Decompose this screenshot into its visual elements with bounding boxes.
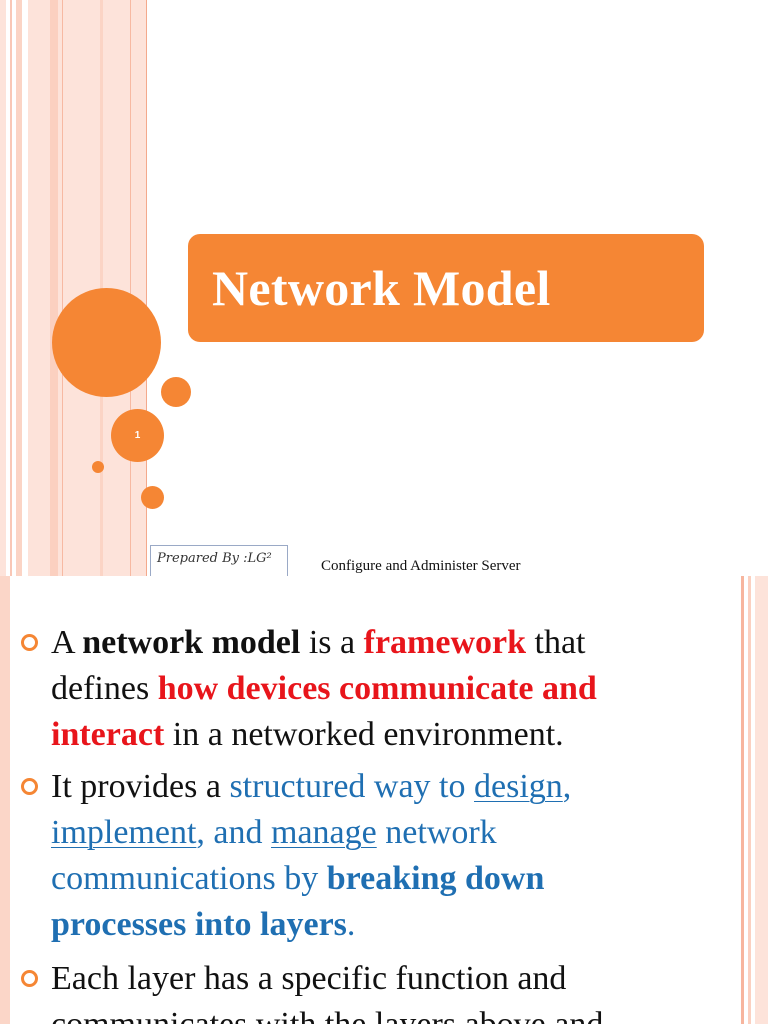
emphasis-blue-bold: processes into layers	[51, 906, 347, 943]
text-run: It provides a	[51, 768, 230, 805]
term-framework: framework	[363, 624, 527, 661]
bullet-circle-icon	[21, 970, 38, 987]
slide-title: Network Model	[212, 260, 551, 316]
divider-line	[146, 0, 147, 576]
emphasis-blue-bold: breaking down	[326, 860, 545, 897]
bullet-circle-icon	[21, 634, 38, 651]
text-run: A	[51, 624, 83, 661]
text-run: , and	[196, 814, 272, 851]
title-slide: 1 Network Model Prepared By :LG² Configu…	[0, 0, 704, 576]
decorative-circle-large	[52, 288, 161, 397]
bullet-circle-icon	[21, 778, 38, 795]
decorative-circle-small	[92, 461, 104, 473]
decorative-circle-medium	[161, 377, 191, 407]
decorative-stripes-right	[741, 576, 768, 1024]
emphasis-blue: structured way to	[229, 768, 474, 805]
term-manage: manage	[271, 814, 377, 851]
bullet-text-3: Each layer has a specific function and c…	[51, 956, 603, 1024]
term-design: design	[474, 768, 563, 805]
course-footer: Configure and Administer Server	[321, 558, 521, 574]
text-run: in a networked environment.	[164, 716, 564, 753]
text-run: defines	[51, 670, 158, 707]
decorative-stripes	[0, 0, 146, 576]
term-implement: implement	[51, 814, 197, 851]
emphasis-red: how devices communicate and	[157, 670, 597, 707]
text-run: .	[346, 906, 356, 943]
bullet-text-1: A network model is a framework that defi…	[51, 620, 597, 758]
text-run: network	[376, 814, 497, 851]
left-edge-band	[0, 576, 10, 1024]
text-run: communications by	[51, 860, 327, 897]
text-run: that	[526, 624, 586, 661]
title-box: Network Model	[188, 234, 704, 342]
page-number-badge: 1	[111, 409, 164, 462]
decorative-circle-small-2	[141, 486, 164, 509]
bullet-text-2: It provides a structured way to design , …	[51, 764, 571, 948]
text-run: is a	[300, 624, 364, 661]
text-run: communicates with the layers above and	[51, 1002, 603, 1024]
emphasis-red: interact	[51, 716, 165, 753]
text-run: ,	[562, 768, 572, 805]
term-network-model: network model	[82, 624, 301, 661]
page-number: 1	[134, 430, 141, 441]
prepared-by-label: Prepared By :LG²	[150, 545, 288, 576]
content-slide: A network model is a framework that defi…	[0, 576, 768, 1024]
text-run: Each layer has a specific function and	[51, 960, 567, 997]
